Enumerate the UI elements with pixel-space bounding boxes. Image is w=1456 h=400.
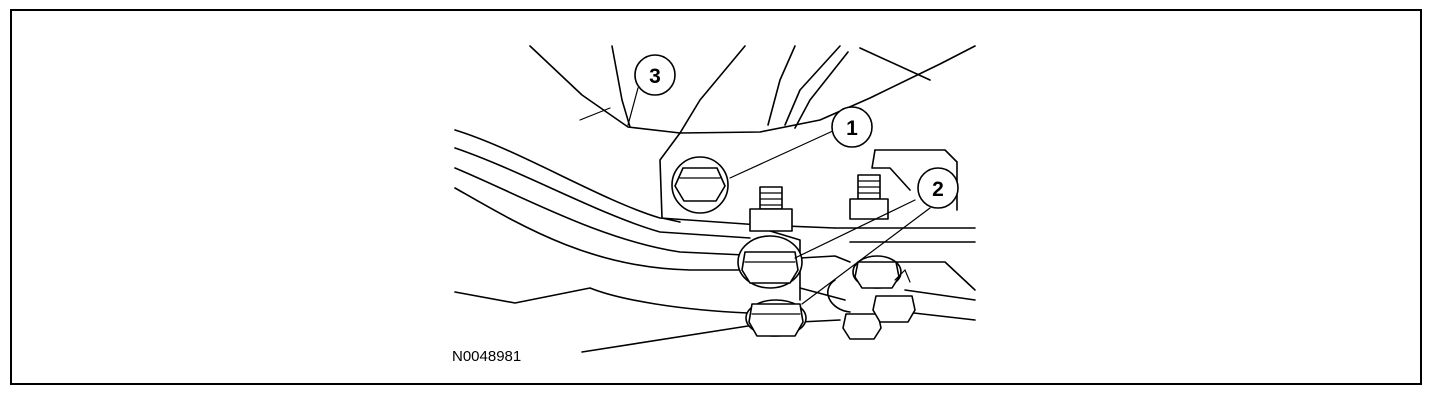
stud-right [849,174,889,220]
callout-2: 2 [917,167,959,209]
nut-lower [745,299,807,337]
svg-text:3: 3 [649,65,661,88]
nut-upper [737,235,803,289]
svg-text:2: 2 [932,178,944,201]
nut-right-lower [842,268,916,340]
callout-3: 3 [634,54,676,96]
stud-left [749,186,793,232]
figure-id: N0048981 [452,348,521,365]
svg-text:1: 1 [846,117,858,140]
callout-1: 1 [831,106,873,148]
callout-leaders [579,87,931,305]
vehicle-body-outline [454,45,976,353]
nut-right-upper [852,255,902,289]
bolt-1 [671,156,729,214]
